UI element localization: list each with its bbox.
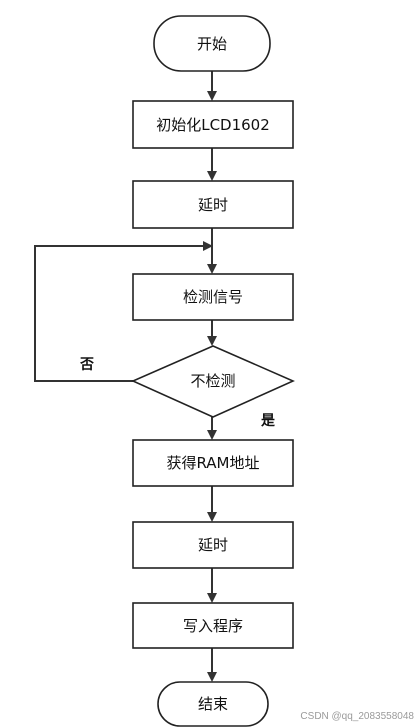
start-label: 开始 <box>197 35 227 53</box>
yes-branch-label: 是 <box>261 413 276 429</box>
detect-label: 检测信号 <box>183 288 243 306</box>
get-ram-box <box>132 439 294 487</box>
get-ram-label: 获得RAM地址 <box>166 454 259 472</box>
watermark-text: CSDN @qq_2083558048 <box>300 711 414 722</box>
write-box <box>132 602 294 649</box>
decision-label: 不检测 <box>190 372 235 390</box>
delay-box-1 <box>132 180 294 229</box>
delay-label-2: 延时 <box>198 536 228 554</box>
no-branch-label: 否 <box>79 357 94 373</box>
loop-back-line <box>34 241 213 382</box>
detect-box <box>132 273 294 321</box>
init-box <box>132 100 294 149</box>
start-terminal <box>153 15 271 72</box>
delay-label-1: 延时 <box>198 196 228 214</box>
end-terminal <box>157 681 269 727</box>
decision-diamond <box>131 345 295 418</box>
write-label: 写入程序 <box>183 617 243 635</box>
delay-box-2 <box>132 521 294 569</box>
init-label: 初始化LCD1602 <box>156 116 270 134</box>
end-label: 结束 <box>198 695 228 713</box>
